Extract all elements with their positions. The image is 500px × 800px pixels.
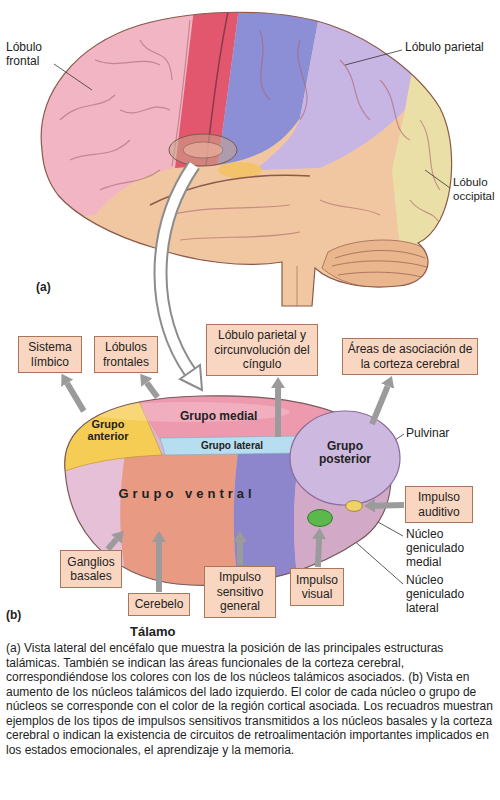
nucleus-shape [345,500,363,512]
projection-arrow [372,386,388,424]
info-box: Sistema límbico [18,336,82,373]
projection-arrow [318,539,319,567]
cerebellum-folia [332,261,430,268]
box-text: Sistema límbico [23,340,77,369]
gyri [100,170,160,190]
leader-lines [345,50,402,65]
gyri [260,30,270,100]
gyri [380,80,410,140]
zoom-arrow [161,165,195,372]
gyri [170,205,290,215]
part-label: Pulvinar [406,426,449,440]
thalamus-position [183,142,223,158]
group-name: Grupo ventral [113,487,261,501]
zoom-arrow [180,365,202,390]
info-box: Impulso auditivo [405,486,473,523]
thalamus-illustration [290,411,400,505]
gyri [140,40,172,80]
cortex-area [218,162,262,178]
group-name: Grupo medial [180,410,324,423]
info-box: Áreas de asociación de la corteza cerebr… [342,338,478,375]
cerebellum-folia [332,251,430,279]
projection-arrow [156,542,162,592]
gyri [420,120,440,190]
projection-arrow [237,542,243,565]
thalamus-illustration [160,436,300,455]
nucleus-outline [308,510,333,527]
projection-arrow [275,388,281,437]
part-label: Lóbulo occipital [453,176,499,204]
gyri [298,40,307,120]
info-box: Ganglios basales [60,550,122,588]
thalamic-group: Grupo posterior [300,425,390,481]
box-text: Lóbulo parietal y circunvolución del cín… [211,328,313,371]
projection-arrow [375,502,404,509]
leader-lines [425,170,450,188]
nucleus-outline [346,501,363,512]
info-box: Impulso visual [290,568,344,606]
projection-arrow [108,539,117,549]
gyri [410,200,440,225]
projection-arrow [67,383,84,411]
thalamus-illustration [55,450,130,600]
box-text: Ganglios basales [65,555,117,584]
cerebellum-folia [335,251,425,259]
caption-title: Tálamo [130,624,176,639]
info-box: Cerebelo [128,593,190,616]
thalamus-lens [169,134,237,166]
nucleus-shape [307,509,333,527]
gyri [60,20,440,240]
thalamic-group: Grupo medial [150,398,325,436]
zoom-arrow [161,165,195,372]
gyri [120,107,170,113]
box-text: Cerebelo [133,597,185,611]
box-text: Impulso sensitivo general [209,570,271,613]
gyri [340,60,370,120]
info-box: Impulso sensitivo general [204,566,276,618]
cerebellum-folia [338,272,425,278]
cortex-area [0,0,195,225]
gyri [60,95,115,120]
box-text: Áreas de asociación de la corteza cerebr… [347,342,473,371]
gyri [320,200,380,215]
cortex-area [0,0,500,320]
gyri [70,140,130,160]
nucleus-name: Núcleo geniculado medial [406,528,486,569]
thalamic-group: Grupo anterior [72,412,144,448]
leader-lines [54,64,92,90]
brainstem [297,266,298,306]
geniculate-nucleus: Núcleo geniculado medial [345,500,363,512]
brain-illustration [0,0,500,320]
gyri [95,60,160,65]
gyri [180,232,300,240]
box-text: Impulso auditivo [410,490,468,519]
thalamic-group: Grupo ventral [112,458,262,530]
part-label: Lóbulo frontal [6,40,56,69]
cortex-area [392,0,500,260]
info-box: Lóbulos frontales [94,336,158,373]
group-name: Grupo posterior [301,440,389,466]
projection-arrow [147,383,158,398]
geniculate-nucleus: Núcleo geniculado lateral [307,509,333,527]
caption: (a) Vista lateral del encéfalo que muest… [6,641,494,757]
part-label: Lóbulo parietal [405,40,484,54]
panel-letter: (b) [6,608,21,622]
group-name: Grupo anterior [73,418,143,442]
thalamus-illustration [55,380,162,475]
box-text: Impulso visual [295,573,339,602]
group-name: Grupo lateral [169,440,295,451]
brain-outline [41,12,451,306]
nucleus-name: Núcleo geniculado lateral [406,574,486,615]
cerebellum [322,240,432,288]
info-box: Lóbulo parietal y circunvolución del cín… [206,324,318,376]
thalamic-group: Grupo lateral [168,438,296,452]
cortex-area [0,0,500,320]
box-text: Lóbulos frontales [99,340,153,369]
zoom-arrow [161,165,203,390]
panel-letter: (a) [36,280,51,294]
